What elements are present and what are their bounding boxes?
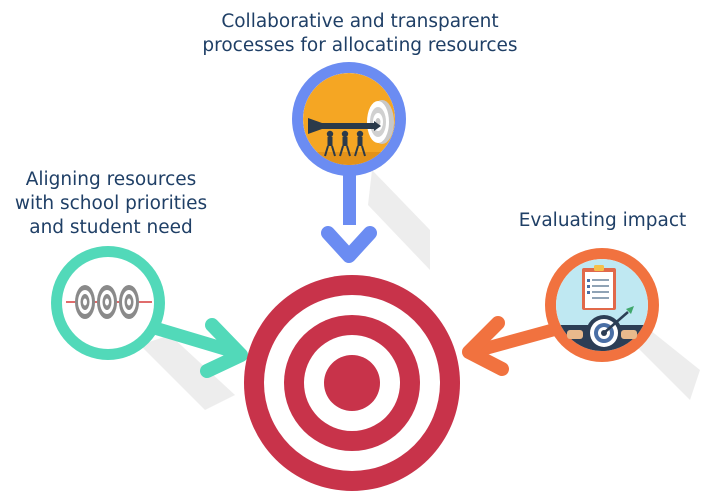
right-icon-circle <box>545 248 659 362</box>
top-icon-circle <box>292 62 406 176</box>
label-left-line-1: Aligning resources <box>25 169 197 190</box>
right-connector <box>462 316 562 376</box>
label-aligning-resources: Aligning resources with school prioritie… <box>0 168 222 240</box>
three-targets-icon <box>66 285 152 319</box>
checklist-target-icon <box>567 265 637 351</box>
label-right-line-1: Evaluating impact <box>518 210 687 231</box>
label-top-line-1: Collaborative and transparent <box>221 11 499 32</box>
label-evaluating-impact: Evaluating impact <box>500 209 705 233</box>
left-connector <box>146 318 248 378</box>
label-left-line-2: with school priorities <box>14 193 208 214</box>
bullseye-icon <box>244 275 460 491</box>
team-carrying-dart-icon <box>308 100 394 157</box>
label-left-line-3: and student need <box>29 217 193 238</box>
top-connector <box>321 165 377 263</box>
left-icon-circle <box>51 246 165 360</box>
label-allocating-resources: Collaborative and transparent processes … <box>180 10 540 58</box>
label-top-line-2: processes for allocating resources <box>202 35 518 56</box>
